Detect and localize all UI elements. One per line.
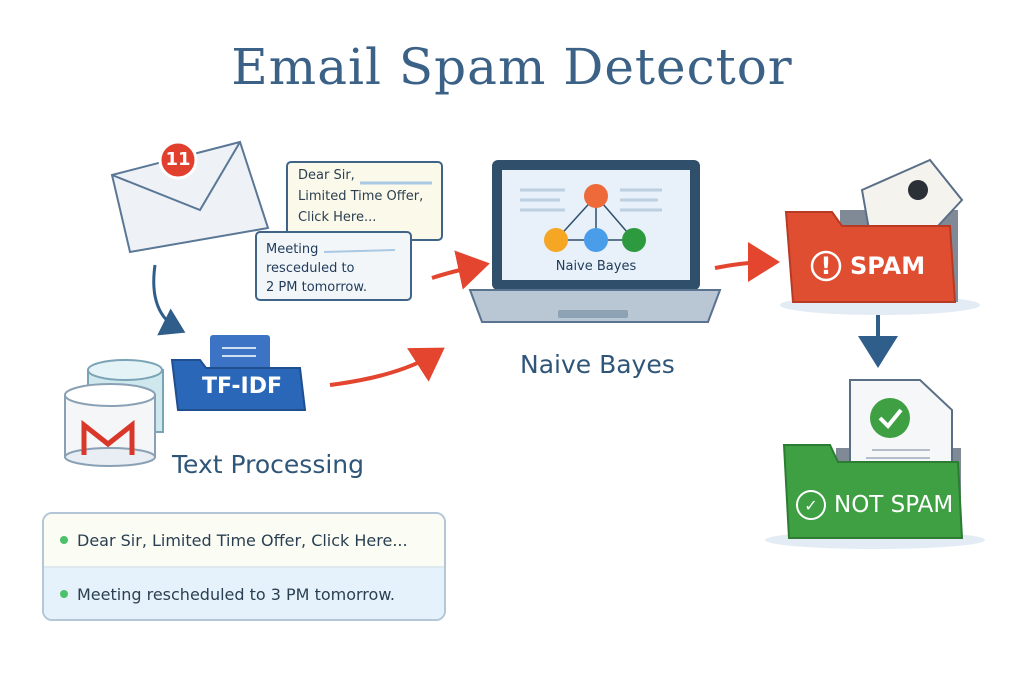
not-spam-label-wrap: ✓ NOT SPAM [796, 490, 953, 520]
note-line: Limited Time Offer, [298, 189, 424, 204]
network-node [622, 228, 646, 252]
spam-note-text: Dear Sir, Limited Time Offer, Click Here… [298, 165, 423, 228]
ham-note [255, 231, 412, 301]
status-dot-icon [60, 590, 68, 598]
naive-bayes-caption: Naive Bayes [520, 350, 675, 379]
note-line: resceduled to [266, 261, 355, 276]
text-processing-caption: Text Processing [172, 450, 365, 479]
page-title: Email Spam Detector [231, 38, 793, 96]
tfidf-folder-icon [170, 335, 307, 411]
screen-label: Naive Bayes [555, 259, 637, 274]
unread-badge: 11 [165, 149, 191, 170]
message-text: Dear Sir, Limited Time Offer, Click Here… [77, 530, 408, 550]
list-item[interactable]: Meeting rescheduled to 3 PM tomorrow. [44, 568, 444, 619]
ham-note-text: Meeting resceduled to 2 PM tomorrow. [266, 240, 367, 297]
note-line: Meeting [266, 242, 319, 257]
message-text: Meeting rescheduled to 3 PM tomorrow. [77, 584, 396, 604]
spam-label-wrap: ! SPAM [812, 252, 926, 280]
arrow-down-icon [152, 264, 186, 336]
exclamation-icon: ! [820, 252, 832, 280]
network-node [544, 228, 568, 252]
tfidf-label: TF-IDF [202, 374, 282, 399]
message-list: Dear Sir, Limited Time Offer, Click Here… [42, 512, 446, 621]
check-circle-icon: ✓ [796, 490, 826, 520]
database-icon [64, 359, 164, 467]
not-spam-folder-icon [765, 379, 985, 549]
list-item[interactable]: Dear Sir, Limited Time Offer, Click Here… [44, 514, 444, 568]
envelope-icon [110, 140, 270, 254]
spam-folder-icon [780, 158, 980, 315]
arrow-right-icon [431, 250, 490, 290]
note-line: Dear Sir, [298, 168, 355, 183]
arrow-right-icon [714, 242, 780, 283]
not-spam-label: NOT SPAM [834, 492, 954, 518]
network-node [584, 184, 608, 208]
note-line: Click Here... [298, 210, 377, 225]
laptop-icon [468, 160, 722, 323]
network-node [584, 228, 608, 252]
arrow-right-icon [329, 347, 445, 387]
note-line: 2 PM tomorrow. [266, 280, 367, 295]
status-dot-icon [60, 536, 68, 544]
spam-label: SPAM [850, 252, 926, 280]
